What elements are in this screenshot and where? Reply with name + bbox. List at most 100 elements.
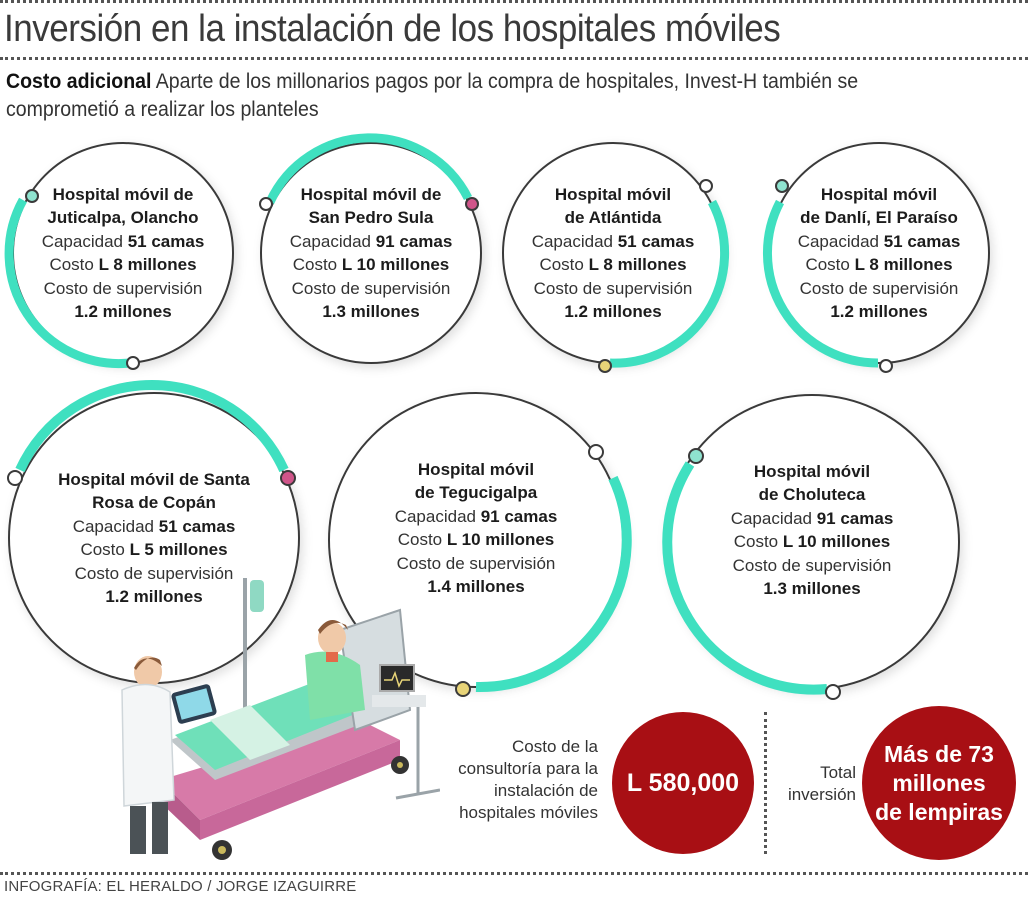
total-label-line: inversión	[787, 785, 856, 804]
hospital-info: Hospital móvil de San Pedro Sula Capacid…	[258, 140, 484, 366]
hospital-name: de Choluteca	[758, 485, 866, 504]
supervision-label: Costo de supervisión	[43, 278, 203, 298]
hospital-name: San Pedro Sula	[308, 208, 434, 227]
supervision-label: Costo de supervisión	[74, 563, 234, 583]
capacity-line: Capacidad 51 camas	[532, 230, 695, 254]
title-dotted-divider	[0, 57, 1028, 60]
capacity-label: Capacidad	[72, 516, 159, 536]
capacity-value: 91 camas	[816, 508, 894, 528]
cost-label: Costo	[80, 540, 130, 559]
hospital-name: Hospital móvil de	[300, 184, 442, 204]
total-label: Total inversión	[770, 762, 856, 806]
hospital-card-tegucigalpa: Hospital móvil de Tegucigalpa Capacidad …	[326, 390, 632, 697]
consultancy-cost-value: L 580,000	[626, 768, 740, 797]
cost-label: Costo	[539, 255, 589, 274]
hospital-info: Hospital móvil de Tegucigalpa Capacidad …	[326, 390, 626, 690]
cost-value: L 10 millones	[446, 530, 555, 549]
doctor-patient-hospital-bed-illustration	[121, 578, 440, 860]
supervision-label: Costo de supervisión	[291, 278, 451, 298]
consultancy-label: Costo de la consultoría para la instalac…	[420, 736, 598, 824]
ring-icon	[762, 142, 990, 373]
cost-value: L 10 millones	[782, 532, 891, 551]
hospital-card-danli: Hospital móvil de Danlí, El Paraíso Capa…	[762, 140, 992, 373]
consultancy-label-line: hospitales móviles	[459, 803, 598, 822]
hospital-card-atlantida: Hospital móvil de Atlántida Capacidad 51…	[500, 140, 730, 373]
cost-line: Costo L 8 millones	[49, 253, 196, 277]
hospital-name: Hospital móvil	[753, 461, 871, 481]
cost-value: L 8 millones	[588, 255, 687, 274]
capacity-label: Capacidad	[797, 231, 884, 251]
hospital-info: Hospital móvil de Juticalpa, Olancho Cap…	[10, 140, 236, 366]
consultancy-label-line: instalación de	[494, 781, 598, 800]
capacity-value: 91 camas	[375, 231, 453, 251]
hospital-name: Rosa de Copán	[92, 493, 216, 512]
hospital-card-san-pedro-sula: Hospital móvil de San Pedro Sula Capacid…	[258, 133, 484, 366]
capacity-label: Capacidad	[394, 506, 481, 526]
hospital-info: Hospital móvil de Choluteca Capacidad 91…	[662, 392, 962, 692]
supervision-value: 1.2 millones	[564, 302, 662, 321]
hospital-info: Hospital móvil de Danlí, El Paraíso Capa…	[766, 140, 992, 366]
hospital-card-juticalpa: Hospital móvil de Juticalpa, Olancho Cap…	[4, 140, 236, 370]
subtitle-bold: Costo adicional	[6, 70, 152, 93]
top-dotted-divider	[0, 0, 1028, 3]
ring-icon	[662, 394, 960, 700]
cost-value: L 5 millones	[129, 540, 228, 559]
subtitle-text: Aparte de los millonarios pagos por la c…	[6, 70, 859, 121]
hospital-card-santa-rosa-de-copan: Hospital móvil de Santa Rosa de Copán Ca…	[6, 380, 302, 686]
cost-label: Costo	[49, 255, 99, 274]
subtitle: Costo adicional Aparte de los millonario…	[6, 68, 917, 124]
consultancy-label-line: consultoría para la	[458, 759, 598, 778]
page-title: Inversión en la instalación de los hospi…	[4, 8, 781, 50]
hospital-info: Hospital móvil de Santa Rosa de Copán Ca…	[6, 390, 302, 686]
cost-line: Costo L 8 millones	[805, 253, 952, 277]
credit-line: INFOGRAFÍA: EL HERALDO / JORGE IZAGUIRRE	[4, 878, 357, 895]
ring-icon	[328, 392, 632, 697]
cost-value: L 8 millones	[98, 255, 197, 274]
supervision-value: 1.4 millones	[427, 577, 525, 596]
cost-value: L 8 millones	[854, 255, 953, 274]
footer-dotted-divider	[0, 872, 1028, 875]
capacity-value: 51 camas	[883, 231, 961, 251]
capacity-label: Capacidad	[531, 231, 618, 251]
hospital-info: Hospital móvil de Atlántida Capacidad 51…	[500, 140, 726, 366]
ring-icon	[7, 380, 300, 684]
ring-icon	[502, 142, 730, 373]
hospital-card-choluteca: Hospital móvil de Choluteca Capacidad 91…	[662, 392, 962, 700]
cost-line: Costo L 10 millones	[398, 528, 555, 552]
supervision-value: 1.2 millones	[830, 302, 928, 321]
capacity-value: 51 camas	[617, 231, 695, 251]
supervision-value: 1.3 millones	[763, 579, 861, 598]
capacity-value: 91 camas	[480, 506, 558, 526]
ring-icon	[4, 142, 234, 370]
cost-line: Costo L 5 millones	[80, 538, 227, 562]
hospital-name: de Tegucigalpa	[414, 483, 538, 502]
hospital-name: Juticalpa, Olancho	[47, 208, 199, 227]
capacity-line: Capacidad 91 camas	[290, 230, 453, 254]
hospital-name: Hospital móvil de Santa	[58, 469, 250, 489]
consultancy-cost-badge: L 580,000	[612, 712, 754, 854]
supervision-label: Costo de supervisión	[732, 555, 892, 575]
capacity-line: Capacidad 51 camas	[42, 230, 205, 254]
cost-value: L 10 millones	[341, 255, 450, 274]
total-value-line: de lempiras	[875, 798, 1003, 825]
total-label-line: Total	[820, 763, 856, 782]
hospital-name: Hospital móvil	[820, 184, 938, 204]
capacity-value: 51 camas	[158, 516, 236, 536]
total-value-line: Más de 73	[884, 740, 994, 767]
hospital-name: de Danlí, El Paraíso	[800, 208, 958, 227]
capacity-label: Capacidad	[41, 231, 128, 251]
cost-label: Costo	[805, 255, 855, 274]
consultancy-label-line: Costo de la	[512, 737, 598, 756]
hospital-name: de Atlántida	[564, 208, 662, 227]
cost-line: Costo L 10 millones	[734, 530, 891, 554]
capacity-label: Capacidad	[730, 508, 817, 528]
hospital-name: Hospital móvil	[417, 459, 535, 479]
supervision-label: Costo de supervisión	[799, 278, 959, 298]
capacity-line: Capacidad 51 camas	[798, 230, 961, 254]
supervision-label: Costo de supervisión	[533, 278, 693, 298]
supervision-label: Costo de supervisión	[396, 553, 556, 573]
capacity-line: Capacidad 91 camas	[395, 505, 558, 529]
cost-line: Costo L 10 millones	[293, 253, 450, 277]
capacity-value: 51 camas	[127, 231, 205, 251]
supervision-value: 1.2 millones	[105, 587, 203, 606]
